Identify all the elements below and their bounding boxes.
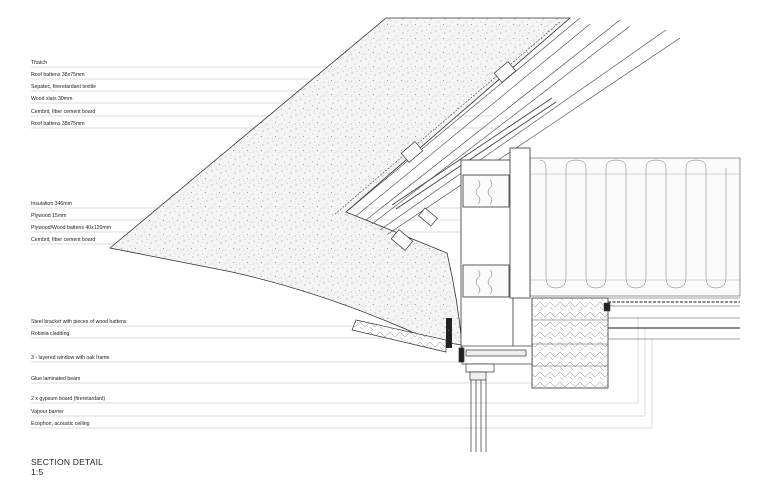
label-cembrit-2: Cembrit, fiber cement board <box>31 237 96 243</box>
label-plywood-battens: Plywood/Wood battens 40x120mm <box>31 225 112 231</box>
label-sepatec: Sepatec, fireretardant textile <box>31 84 96 90</box>
window-frame <box>458 345 533 452</box>
roof-buildup <box>345 17 681 235</box>
drawing-title: SECTION DETAIL <box>31 457 104 467</box>
label-vapour: Vapour barrier <box>31 409 64 415</box>
wall-frame <box>460 147 531 351</box>
glulam-beam <box>531 297 609 389</box>
label-insulation: Insulation 346mm <box>31 201 72 207</box>
label-roof-battens-2: Roof battens 38x75mm <box>31 121 85 127</box>
label-ecophon: Ecophon, acoustic ceiling <box>31 421 90 427</box>
wall-insulation <box>529 157 741 297</box>
label-plywood: Plywood 15mm <box>31 213 67 219</box>
label-robinia: Robinia cladding <box>31 331 70 337</box>
label-roof-battens-1: Roof battens 38x75mm <box>31 72 85 78</box>
ceiling-layers <box>603 297 740 340</box>
label-gypsum: 2 x gypsum board (fireretardant) <box>31 396 106 402</box>
label-glulam: Glue laminated beam <box>31 376 81 382</box>
label-wood-slats: Wood slats 30mm <box>31 96 73 102</box>
label-thatch: Thatch <box>31 60 47 66</box>
label-window: 3 - layered window with oak frame <box>31 355 110 361</box>
label-steel-bracket: Steel bracket with pieces of wood batten… <box>31 319 127 325</box>
robinia-cladding <box>351 319 447 353</box>
label-cembrit-1: Cembrit, fiber cement board <box>31 109 96 115</box>
drawing-scale: 1:5 <box>31 467 44 477</box>
roof-battens <box>390 61 517 251</box>
